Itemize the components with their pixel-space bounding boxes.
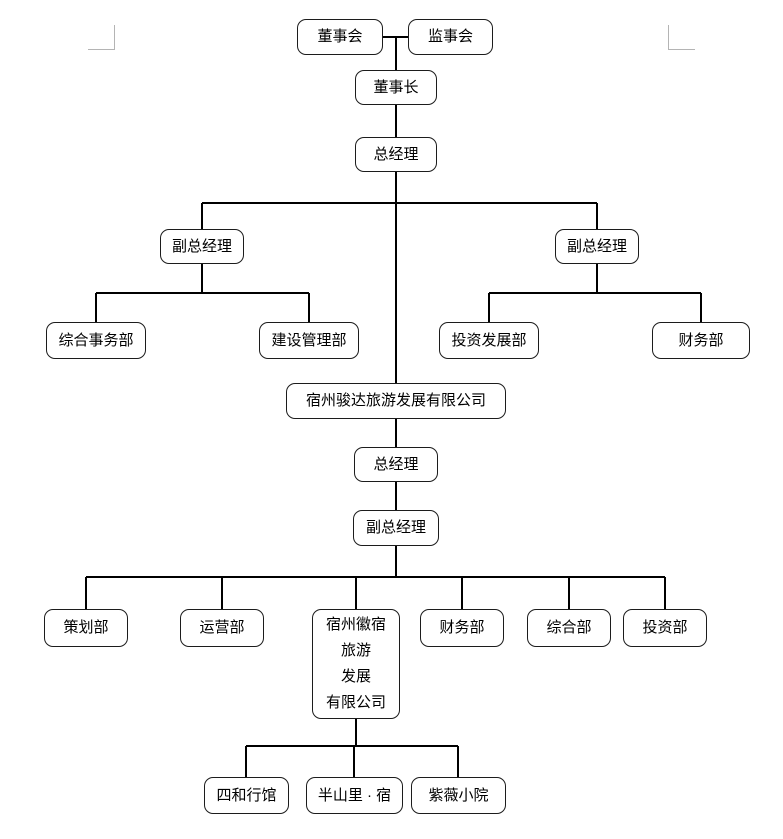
node-junda-general-manager[interactable]: 总经理 <box>354 447 438 482</box>
connector-line <box>200 264 204 293</box>
node-planning-dept[interactable]: 策划部 <box>44 609 128 647</box>
node-operations-dept[interactable]: 运营部 <box>180 609 264 647</box>
node-junda-deputy-gm[interactable]: 副总经理 <box>353 510 439 546</box>
connector-line <box>244 746 248 777</box>
node-sihe-guesthouse[interactable]: 四和行馆 <box>204 777 289 814</box>
node-junda-tourism-company[interactable]: 宿州骏达旅游发展有限公司 <box>286 383 506 419</box>
connector-line <box>456 746 460 777</box>
connector-line <box>200 203 204 229</box>
connector-line <box>394 105 398 137</box>
connector-line <box>352 746 356 777</box>
node-deputy-gm-left[interactable]: 副总经理 <box>160 229 244 264</box>
node-ziwei-courtyard[interactable]: 紫薇小院 <box>411 777 506 814</box>
connector-line <box>394 172 398 383</box>
node-general-dept[interactable]: 综合部 <box>527 609 611 647</box>
connector-line <box>354 577 358 609</box>
connector-line <box>246 744 458 748</box>
connector-line <box>489 291 701 295</box>
node-board-of-directors[interactable]: 董事会 <box>297 19 383 55</box>
connector-line <box>394 37 398 70</box>
node-investment-development-dept[interactable]: 投资发展部 <box>439 322 539 359</box>
connector-line <box>394 482 398 510</box>
connector-line <box>202 201 597 205</box>
node-finance-dept-lower[interactable]: 财务部 <box>420 609 504 647</box>
node-chairman[interactable]: 董事长 <box>355 70 437 105</box>
node-banshanli-su[interactable]: 半山里 · 宿 <box>306 777 403 814</box>
connector-line <box>394 546 398 577</box>
connector-line <box>595 264 599 293</box>
connector-line <box>96 291 309 295</box>
connector-line <box>86 575 665 579</box>
connector-line <box>487 293 491 322</box>
node-deputy-gm-right[interactable]: 副总经理 <box>555 229 639 264</box>
connector-line <box>663 577 667 609</box>
connector-line <box>94 293 98 322</box>
connector-line <box>307 293 311 322</box>
node-construction-management-dept[interactable]: 建设管理部 <box>259 322 359 359</box>
node-supervisory-board[interactable]: 监事会 <box>408 19 493 55</box>
connector-line <box>595 203 599 229</box>
connector-line <box>460 577 464 609</box>
node-general-affairs-dept[interactable]: 综合事务部 <box>46 322 146 359</box>
connector-line <box>354 719 358 746</box>
connector-line <box>84 577 88 609</box>
connector-line <box>394 419 398 447</box>
node-finance-dept-upper[interactable]: 财务部 <box>652 322 750 359</box>
page-margin-mark-top-left-vertical <box>114 25 115 50</box>
node-investment-dept[interactable]: 投资部 <box>623 609 707 647</box>
node-huisu-tourism-company[interactable]: 宿州徽宿 旅游 发展 有限公司 <box>312 609 400 719</box>
page-margin-mark-top-right-horizontal <box>668 49 695 50</box>
node-general-manager[interactable]: 总经理 <box>355 137 437 172</box>
page-margin-mark-top-right-vertical <box>668 25 669 50</box>
connector-line <box>220 577 224 609</box>
page-margin-mark-top-left-horizontal <box>88 49 115 50</box>
connector-line <box>699 293 703 322</box>
connector-line <box>567 577 571 609</box>
